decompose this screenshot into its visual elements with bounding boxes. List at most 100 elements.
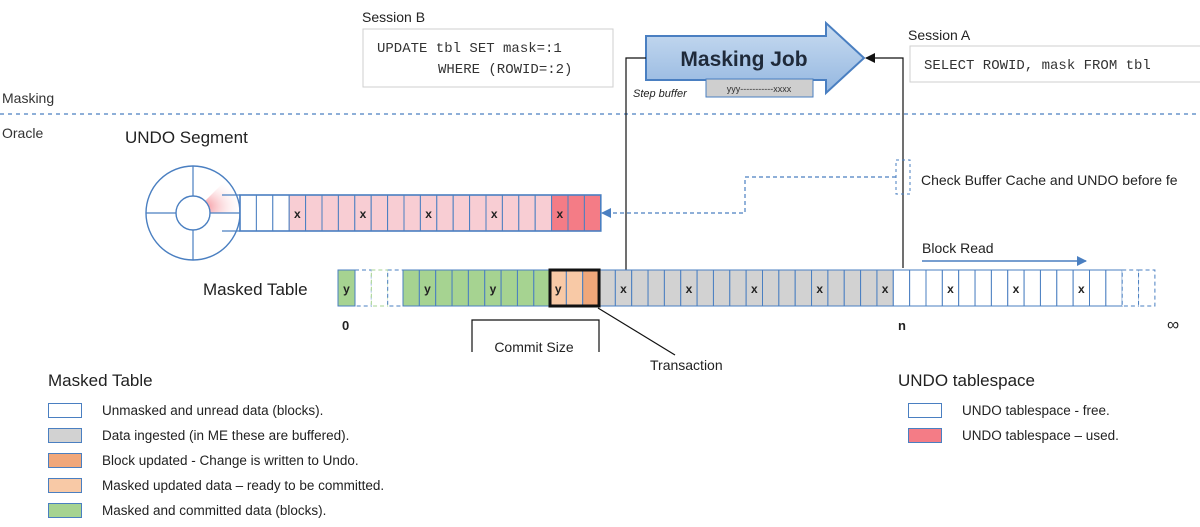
table-block-mark: y xyxy=(490,282,497,296)
check-note-connector xyxy=(601,176,896,218)
table-block xyxy=(647,269,665,307)
undo-block xyxy=(501,194,520,232)
masking-job-title: Masking Job xyxy=(680,48,807,71)
step-buffer-label: Step buffer xyxy=(633,88,688,100)
session-b-code-line1: UPDATE tbl SET mask=:1 xyxy=(377,41,562,57)
table-block xyxy=(1039,269,1058,307)
table-block xyxy=(1023,269,1041,307)
table-block-mark: x xyxy=(947,282,954,296)
legend-label: UNDO tablespace – used. xyxy=(962,427,1119,443)
legend-swatch xyxy=(908,402,942,418)
table-block xyxy=(500,269,518,307)
legend-label: UNDO tablespace - free. xyxy=(962,402,1110,418)
session-a-title: Session A xyxy=(908,27,971,43)
table-block xyxy=(1089,269,1107,307)
table-block-mark: x xyxy=(882,282,889,296)
session-b-title: Session B xyxy=(362,9,425,25)
legend-label: Block updated - Change is written to Und… xyxy=(102,452,359,468)
undo-block xyxy=(436,194,454,232)
table-block xyxy=(451,269,469,307)
legend-undo-title: UNDO tablespace xyxy=(898,371,1036,390)
table-block xyxy=(712,269,731,307)
transaction-highlight xyxy=(548,268,601,308)
undo-block xyxy=(272,194,290,232)
undo-segment-wheel xyxy=(145,165,241,261)
table-block xyxy=(729,269,747,307)
table-block xyxy=(696,269,714,307)
undo-block xyxy=(305,194,323,232)
undo-block xyxy=(534,194,553,232)
table-block xyxy=(843,269,862,307)
table-block xyxy=(598,269,616,307)
undo-block xyxy=(469,194,487,232)
table-block xyxy=(925,269,943,307)
table-block-mark: x xyxy=(751,282,758,296)
axis-zero: 0 xyxy=(342,318,349,333)
table-block-gap xyxy=(387,269,405,307)
table-block-tail xyxy=(1121,269,1140,307)
undo-block xyxy=(403,194,421,232)
step-buffer-box xyxy=(705,78,814,98)
undo-strip-outline xyxy=(239,194,602,232)
table-block-mark: x xyxy=(620,282,627,296)
legend-item-ready-commit: Masked updated data – ready to be commit… xyxy=(48,476,384,494)
table-block-mark: x xyxy=(1078,282,1085,296)
session-a-connector xyxy=(865,53,904,268)
axis-infinity: ∞ xyxy=(1167,315,1179,334)
undo-block xyxy=(337,194,356,232)
table-block xyxy=(794,269,813,307)
undo-block xyxy=(518,194,536,232)
commit-size-label: Commit Size xyxy=(494,339,574,355)
table-block xyxy=(1105,269,1123,307)
undo-block xyxy=(370,194,389,232)
step-buffer-value: yyy-----------xxxx xyxy=(727,84,792,94)
legend-label: Masked updated data – ready to be commit… xyxy=(102,477,385,493)
table-block xyxy=(909,269,927,307)
legend-label: Unmasked and unread data (blocks). xyxy=(102,402,324,418)
legend-swatch xyxy=(908,427,942,443)
legend-item-undo-used: UNDO tablespace – used. xyxy=(908,426,1119,444)
block-read-label: Block Read xyxy=(922,240,994,256)
transaction-pointer xyxy=(597,307,676,356)
table-block xyxy=(565,269,584,307)
table-block-gap xyxy=(370,269,389,307)
legend-item-unmasked: Unmasked and unread data (blocks). xyxy=(48,401,323,419)
layer-label-oracle: Oracle xyxy=(2,125,43,141)
session-b-code-line2: WHERE (ROWID=:2) xyxy=(438,62,572,78)
table-block-tail xyxy=(1138,269,1156,307)
table-block-gap xyxy=(354,269,372,307)
table-block-mark: x xyxy=(1013,282,1020,296)
undo-block-mark: x xyxy=(360,207,367,221)
table-block xyxy=(860,269,878,307)
legend-masked-table: Masked Table Unmasked and unread data (b… xyxy=(48,371,488,521)
undo-block xyxy=(255,194,274,232)
table-block-mark: y xyxy=(343,282,350,296)
undo-block xyxy=(387,194,405,232)
legend-label: Data ingested (in ME these are buffered)… xyxy=(102,427,350,443)
masked-table-title: Masked Table xyxy=(203,280,308,299)
table-block-mark: x xyxy=(686,282,693,296)
table-block xyxy=(762,269,780,307)
legend-item-committed: Masked and committed data (blocks). xyxy=(48,501,326,519)
table-block-mark: x xyxy=(816,282,823,296)
table-block xyxy=(402,269,420,307)
table-block xyxy=(467,269,486,307)
commit-size-bracket xyxy=(471,319,600,352)
table-block xyxy=(337,269,356,307)
masking-job-arrow[interactable] xyxy=(645,20,866,96)
session-a-code-box xyxy=(909,45,1200,83)
undo-segment-title: UNDO Segment xyxy=(125,128,248,147)
table-block-mark: y xyxy=(555,282,562,296)
table-block xyxy=(974,269,992,307)
table-block xyxy=(827,269,845,307)
undo-block xyxy=(583,194,602,232)
legend-undo-tablespace: UNDO tablespace UNDO tablespace - free. … xyxy=(898,371,1188,451)
table-block xyxy=(582,269,600,307)
transaction-label: Transaction xyxy=(650,357,723,373)
axis-n: n xyxy=(898,318,906,333)
undo-block-mark: x xyxy=(491,207,498,221)
legend-swatch xyxy=(48,427,82,443)
